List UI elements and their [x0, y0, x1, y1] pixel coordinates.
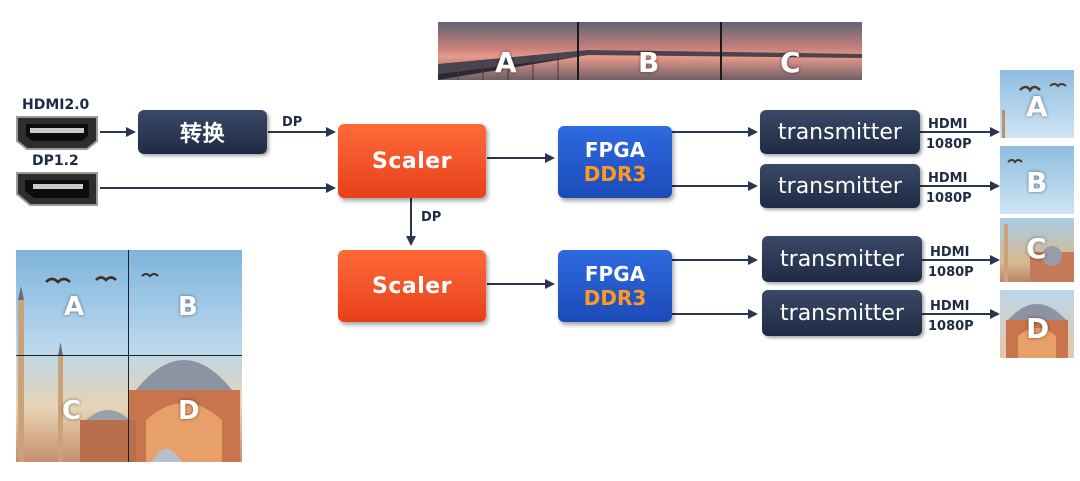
scaler-box-1: Scaler — [338, 124, 486, 198]
transmitter-box-1: transmitter — [760, 110, 920, 154]
fpga-label-1: FPGA — [584, 138, 646, 162]
output-tile-a: A — [1000, 70, 1074, 138]
hdmi-out-label-1: HDMI — [928, 117, 968, 132]
hdmi-out-label-2: HDMI — [928, 171, 968, 186]
strip-label-a: A — [495, 46, 517, 79]
converter-box: 转换 — [138, 110, 267, 154]
panorama-strip-image: A B C — [438, 22, 862, 80]
quad-label-b: B — [178, 292, 198, 322]
ddr-label-2: DDR3 — [583, 286, 647, 310]
output-tile-c: C — [1000, 218, 1074, 282]
hdmi-port-icon — [16, 116, 98, 150]
output-label-a: A — [1026, 90, 1048, 123]
res-out-label-3: 1080P — [928, 265, 974, 280]
transmitter-label-2: transmitter — [778, 173, 902, 199]
converter-label: 转换 — [179, 122, 225, 147]
transmitter-label-4: transmitter — [780, 300, 904, 326]
quad-label-a: A — [64, 292, 85, 322]
displayport-icon — [16, 172, 98, 206]
transmitter-box-4: transmitter — [762, 290, 922, 336]
scaler-label-2: Scaler — [371, 273, 453, 299]
fpga-label-2: FPGA — [584, 262, 646, 286]
minaret-icon — [1004, 224, 1074, 282]
hdmi-input-label: HDMI2.0 — [22, 97, 90, 113]
res-out-label-4: 1080P — [928, 319, 974, 334]
output-tile-d: D — [1000, 290, 1074, 358]
output-tile-b: B — [1000, 146, 1074, 214]
bridge-icon — [438, 50, 862, 80]
output-label-d: D — [1026, 312, 1050, 345]
output-label-c: C — [1026, 232, 1047, 265]
quad-label-c: C — [62, 396, 82, 426]
dp-input-label: DP1.2 — [32, 153, 79, 169]
dp-between-scalers-label: DP — [421, 210, 442, 225]
res-out-label-2: 1080P — [926, 191, 972, 206]
hdmi-out-label-4: HDMI — [930, 299, 970, 314]
res-out-label-1: 1080P — [926, 137, 972, 152]
dome-icon — [1006, 304, 1068, 358]
scaler-label-1: Scaler — [371, 148, 453, 174]
fpga-box-2: FPGA DDR3 — [558, 250, 672, 322]
output-label-b: B — [1026, 166, 1048, 199]
fpga-box-1: FPGA DDR3 — [558, 126, 672, 198]
strip-label-c: C — [780, 46, 801, 79]
ddr-label-1: DDR3 — [583, 162, 647, 186]
bird-icon — [1002, 83, 1067, 138]
hdmi-out-label-3: HDMI — [930, 245, 970, 260]
dp-signal-label: DP — [282, 115, 303, 130]
mosque-scene — [18, 273, 240, 462]
quad-label-d: D — [178, 396, 200, 426]
scaler-box-2: Scaler — [338, 250, 486, 322]
transmitter-box-3: transmitter — [762, 236, 922, 282]
transmitter-label-3: transmitter — [780, 246, 904, 272]
quad-source-image: A B C D — [16, 250, 242, 462]
transmitter-box-2: transmitter — [760, 164, 920, 208]
bird-icon — [1007, 159, 1023, 164]
strip-label-b: B — [638, 46, 660, 79]
transmitter-label-1: transmitter — [778, 119, 902, 145]
